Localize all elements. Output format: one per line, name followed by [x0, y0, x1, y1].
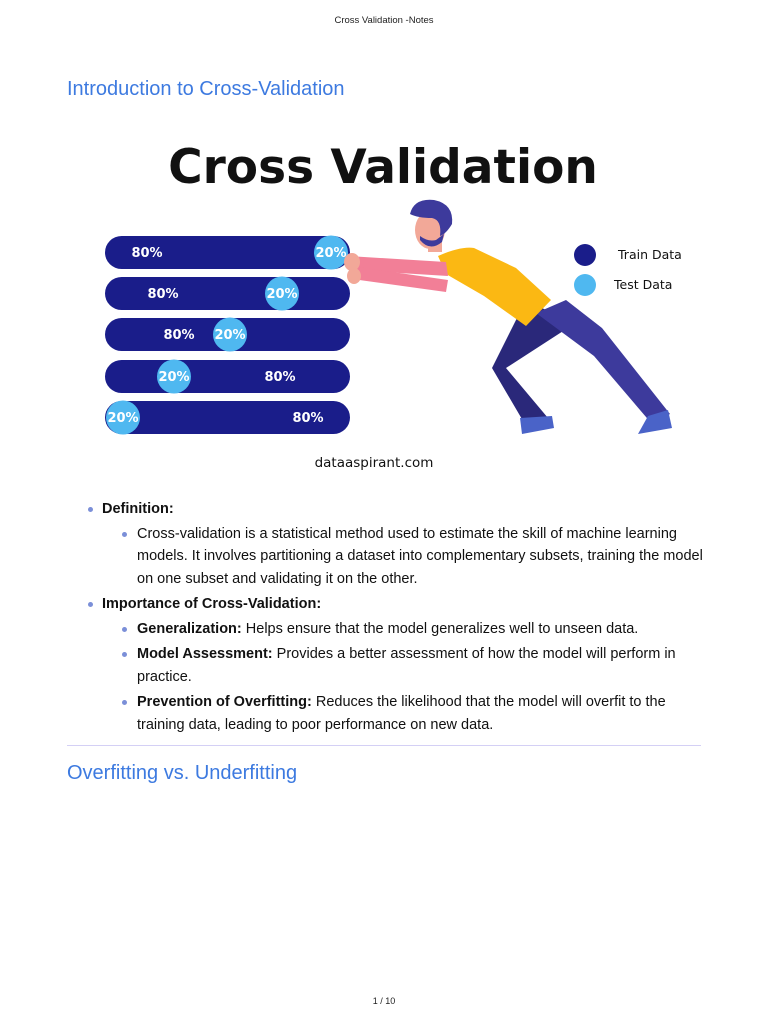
person-illustration	[344, 199, 672, 434]
notes-content: Definition: Cross-validation is a statis…	[84, 498, 714, 739]
test-circle-3	[213, 317, 247, 352]
test-label-5: 20%	[107, 411, 138, 426]
fold-bar-5	[105, 401, 350, 434]
definition-item: Definition: Cross-validation is a statis…	[84, 498, 714, 590]
figure-credit: dataaspirant.com	[315, 455, 434, 471]
test-label-2: 20%	[266, 287, 297, 302]
legend-train-label: Train Data	[617, 247, 682, 262]
generalization-label: Generalization:	[137, 620, 242, 637]
model-assessment-label: Model Assessment:	[137, 646, 273, 662]
document-header: Cross Validation -Notes	[334, 15, 434, 26]
importance-label: Importance of Cross-Validation:	[102, 596, 322, 612]
importance-generalization: Generalization: Helps ensure that the mo…	[120, 618, 714, 641]
definition-text: Cross-validation is a statistical method…	[120, 523, 714, 591]
test-circle-1	[314, 235, 348, 270]
train-label-4: 80%	[264, 370, 295, 385]
model-assessment-text: Provides a better assessment of how the …	[137, 646, 676, 685]
figure-title: Cross Validation	[168, 140, 598, 195]
legend-train-marker	[574, 244, 596, 266]
importance-item: Importance of Cross-Validation: Generali…	[84, 593, 714, 736]
test-circle-2	[265, 276, 299, 311]
prevention-overfitting-text: Reduces the likelihood that the model wi…	[137, 694, 666, 733]
legend: Train Data Test Data	[574, 244, 682, 296]
test-label-1: 20%	[315, 246, 346, 261]
test-label-3: 20%	[214, 328, 245, 343]
section-title-introduction: Introduction to Cross-Validation	[67, 78, 345, 100]
importance-model-assessment: Model Assessment: Provides a better asse…	[120, 643, 714, 688]
train-label-3: 80%	[163, 328, 194, 343]
section-divider	[67, 745, 701, 746]
train-label-1: 80%	[131, 246, 162, 261]
importance-prevention-overfitting: Prevention of Overfitting: Reduces the l…	[120, 691, 714, 736]
legend-test-label: Test Data	[613, 277, 672, 292]
train-label-5: 80%	[292, 411, 323, 426]
page-number: 1 / 10	[372, 996, 396, 1006]
fold-bar-4	[105, 360, 350, 393]
fold-bar-2	[105, 277, 350, 310]
prevention-overfitting-label: Prevention of Overfitting:	[137, 694, 312, 710]
test-circle-4	[157, 359, 191, 394]
test-circle-5	[106, 400, 140, 435]
section-title-overfitting: Overfitting vs. Underfitting	[67, 762, 298, 784]
test-label-4: 20%	[158, 370, 189, 385]
test-markers	[106, 235, 348, 435]
cross-validation-figure: Cross Validation 80% 20% 80% 20% 80% 20%…	[96, 128, 696, 478]
legend-test-marker	[574, 274, 596, 296]
generalization-text: Helps ensure that the model generalizes …	[245, 620, 639, 637]
fold-bar-1	[105, 236, 350, 269]
definition-label: Definition:	[102, 501, 174, 517]
train-label-2: 80%	[147, 287, 178, 302]
